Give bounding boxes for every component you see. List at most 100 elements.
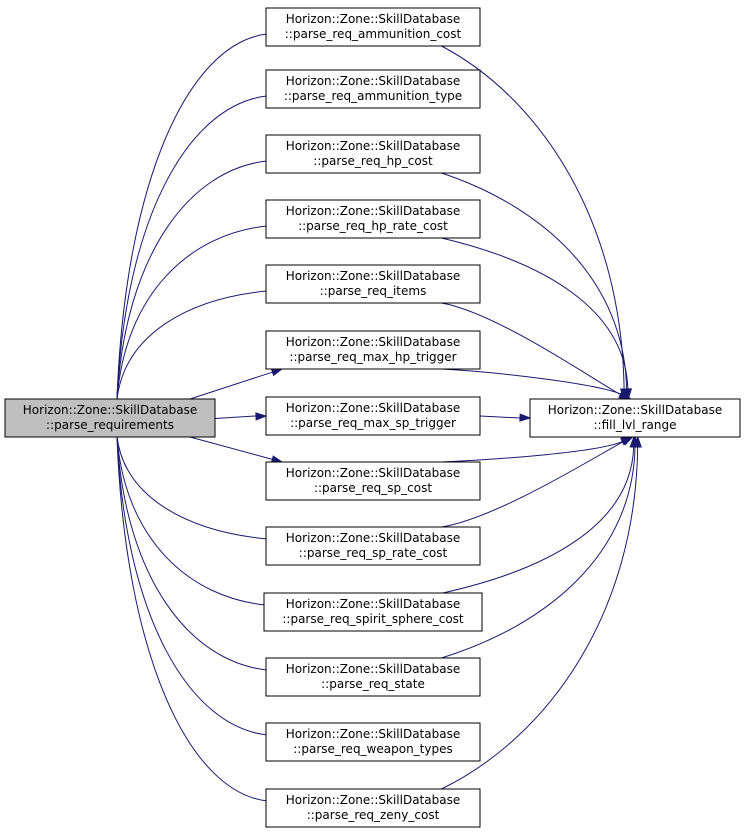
callee-node-sp-cost-function-label: ::parse_req_sp_cost bbox=[314, 481, 432, 495]
edge-root-to-zeny-cost-line bbox=[116, 436, 270, 802]
callee-node-spirit-sphere-cost-namespace-label: Horizon::Zone::SkillDatabase bbox=[286, 597, 460, 611]
callee-node-state-box bbox=[265, 657, 481, 697]
callee-node-sp-rate-cost[interactable]: Horizon::Zone::SkillDatabase::parse_req_… bbox=[265, 526, 481, 566]
root-node-parse-requirements-box bbox=[4, 398, 216, 438]
callee-node-max-hp-trigger-namespace-label: Horizon::Zone::SkillDatabase bbox=[286, 335, 460, 349]
callee-node-ammunition-type-box bbox=[265, 69, 481, 109]
edge-root-to-ammunition-cost-line bbox=[116, 33, 270, 400]
callee-node-state[interactable]: Horizon::Zone::SkillDatabase::parse_req_… bbox=[265, 657, 481, 697]
edge-root-to-max-hp-trigger bbox=[189, 368, 284, 400]
callee-node-hp-cost-function-label: ::parse_req_hp_cost bbox=[313, 154, 433, 168]
callee-node-ammunition-cost[interactable]: Horizon::Zone::SkillDatabase::parse_req_… bbox=[265, 7, 481, 47]
edge-root-to-spirit-sphere-cost bbox=[116, 436, 278, 610]
edge-items-to-target-line bbox=[441, 302, 622, 396]
edge-root-to-max-hp-trigger-line bbox=[189, 371, 274, 400]
callee-node-ammunition-type[interactable]: Horizon::Zone::SkillDatabase::parse_req_… bbox=[265, 69, 481, 109]
edge-root-to-zeny-cost bbox=[116, 436, 280, 806]
edge-root-to-state-line bbox=[116, 436, 270, 671]
callee-node-items-function-label: ::parse_req_items bbox=[320, 284, 427, 298]
callee-node-hp-rate-cost-namespace-label: Horizon::Zone::SkillDatabase bbox=[286, 204, 460, 218]
callee-node-zeny-cost-namespace-label: Horizon::Zone::SkillDatabase bbox=[286, 793, 460, 807]
callee-node-max-hp-trigger-function-label: ::parse_req_max_hp_trigger bbox=[289, 350, 456, 364]
callee-node-weapon-types[interactable]: Horizon::Zone::SkillDatabase::parse_req_… bbox=[265, 722, 481, 762]
callee-node-state-function-label: ::parse_req_state bbox=[321, 677, 425, 691]
edge-spirit-sphere-cost-to-target-line bbox=[442, 445, 635, 594]
edge-root-to-hp-rate-cost bbox=[116, 221, 280, 400]
callee-node-sp-rate-cost-box bbox=[265, 526, 481, 566]
callee-node-zeny-cost[interactable]: Horizon::Zone::SkillDatabase::parse_req_… bbox=[265, 788, 481, 828]
callee-node-max-sp-trigger-box bbox=[265, 396, 481, 436]
edge-root-to-hp-cost-line bbox=[116, 160, 270, 400]
edge-hp-rate-cost-to-target bbox=[441, 237, 633, 401]
edge-root-to-hp-rate-cost-line bbox=[116, 225, 270, 400]
callee-node-max-sp-trigger-namespace-label: Horizon::Zone::SkillDatabase bbox=[286, 401, 460, 415]
callee-node-max-sp-trigger[interactable]: Horizon::Zone::SkillDatabase::parse_req_… bbox=[265, 396, 481, 436]
edge-root-to-hp-cost bbox=[116, 156, 280, 400]
edge-state-to-target-line bbox=[441, 445, 636, 659]
edge-max-sp-trigger-to-target-arrowhead bbox=[519, 413, 532, 422]
edge-max-hp-trigger-to-target-line bbox=[441, 368, 623, 396]
callee-node-ammunition-cost-namespace-label: Horizon::Zone::SkillDatabase bbox=[286, 12, 460, 26]
callee-node-weapon-types-namespace-label: Horizon::Zone::SkillDatabase bbox=[286, 727, 460, 741]
edge-max-hp-trigger-to-target bbox=[441, 368, 633, 400]
callee-node-items-namespace-label: Horizon::Zone::SkillDatabase bbox=[286, 269, 460, 283]
target-node-fill-lvl-range-namespace-label: Horizon::Zone::SkillDatabase bbox=[548, 403, 722, 417]
edge-root-to-max-hp-trigger-arrowhead bbox=[270, 368, 284, 377]
callee-node-spirit-sphere-cost[interactable]: Horizon::Zone::SkillDatabase::parse_req_… bbox=[263, 592, 483, 632]
callee-node-max-sp-trigger-function-label: ::parse_req_max_sp_trigger bbox=[290, 416, 456, 430]
edge-root-to-sp-cost bbox=[189, 436, 284, 464]
edge-sp-cost-to-target-line bbox=[441, 440, 624, 463]
callee-node-items[interactable]: Horizon::Zone::SkillDatabase::parse_req_… bbox=[265, 264, 481, 304]
callee-node-hp-rate-cost[interactable]: Horizon::Zone::SkillDatabase::parse_req_… bbox=[265, 199, 481, 239]
callee-node-ammunition-cost-function-label: ::parse_req_ammunition_cost bbox=[285, 27, 462, 41]
edge-root-to-ammunition-type-line bbox=[116, 95, 270, 400]
edge-max-sp-trigger-to-target-line bbox=[479, 415, 521, 419]
edge-root-to-max-sp-trigger-line bbox=[214, 415, 257, 419]
edge-root-to-ammunition-type bbox=[116, 91, 280, 400]
callee-node-zeny-cost-function-label: ::parse_req_zeny_cost bbox=[307, 808, 440, 822]
root-node-parse-requirements-namespace-label: Horizon::Zone::SkillDatabase bbox=[23, 403, 197, 417]
edge-root-to-state bbox=[116, 436, 280, 675]
callee-node-sp-cost[interactable]: Horizon::Zone::SkillDatabase::parse_req_… bbox=[265, 461, 481, 501]
edge-root-to-items-line bbox=[116, 290, 270, 400]
edge-ammunition-cost-to-target-line bbox=[441, 45, 625, 391]
edge-zeny-cost-to-target-line bbox=[441, 445, 639, 790]
target-node-fill-lvl-range[interactable]: Horizon::Zone::SkillDatabase::fill_lvl_r… bbox=[529, 398, 741, 438]
edge-sp-rate-cost-to-target-line bbox=[441, 440, 625, 528]
callee-node-hp-cost[interactable]: Horizon::Zone::SkillDatabase::parse_req_… bbox=[265, 134, 481, 174]
callee-node-sp-rate-cost-function-label: ::parse_req_sp_rate_cost bbox=[299, 546, 448, 560]
callee-node-zeny-cost-box bbox=[265, 788, 481, 828]
edge-sp-cost-to-target bbox=[441, 436, 633, 463]
edge-max-hp-trigger-to-target-arrowhead bbox=[619, 390, 633, 400]
callee-node-hp-rate-cost-function-label: ::parse_req_hp_rate_cost bbox=[298, 219, 448, 233]
callee-node-weapon-types-box bbox=[265, 722, 481, 762]
edge-root-to-max-sp-trigger bbox=[214, 412, 268, 421]
edge-root-to-sp-rate-cost bbox=[116, 436, 280, 544]
callee-node-items-box bbox=[265, 264, 481, 304]
callee-node-hp-cost-box bbox=[265, 134, 481, 174]
call-nodes: Horizon::Zone::SkillDatabase::parse_requ… bbox=[4, 7, 741, 828]
callee-node-sp-cost-namespace-label: Horizon::Zone::SkillDatabase bbox=[286, 466, 460, 480]
edge-root-to-sp-rate-cost-line bbox=[116, 436, 270, 540]
edge-root-to-weapon-types bbox=[116, 436, 280, 740]
edge-sp-rate-cost-to-target bbox=[441, 436, 634, 528]
callee-node-hp-rate-cost-box bbox=[265, 199, 481, 239]
root-node-parse-requirements[interactable]: Horizon::Zone::SkillDatabase::parse_requ… bbox=[4, 398, 216, 438]
edge-zeny-cost-to-target-arrowhead bbox=[633, 435, 642, 448]
edge-hp-cost-to-target-line bbox=[441, 172, 628, 391]
edge-root-to-sp-cost-line bbox=[189, 436, 274, 461]
edge-sp-rate-cost-to-target-arrowhead bbox=[621, 436, 634, 446]
callee-node-sp-cost-box bbox=[265, 461, 481, 501]
edge-hp-rate-cost-to-target-line bbox=[441, 237, 629, 391]
callee-node-hp-cost-namespace-label: Horizon::Zone::SkillDatabase bbox=[286, 139, 460, 153]
callee-node-weapon-types-function-label: ::parse_req_weapon_types bbox=[293, 742, 452, 756]
edge-zeny-cost-to-target bbox=[441, 435, 642, 790]
callee-node-spirit-sphere-cost-box bbox=[263, 592, 483, 632]
edge-root-to-weapon-types-line bbox=[116, 436, 270, 736]
callee-node-max-hp-trigger-box bbox=[265, 330, 481, 370]
target-node-fill-lvl-range-function-label: ::fill_lvl_range bbox=[594, 418, 677, 432]
callee-node-max-hp-trigger[interactable]: Horizon::Zone::SkillDatabase::parse_req_… bbox=[265, 330, 481, 370]
callee-node-sp-rate-cost-namespace-label: Horizon::Zone::SkillDatabase bbox=[286, 531, 460, 545]
callee-node-ammunition-type-namespace-label: Horizon::Zone::SkillDatabase bbox=[286, 74, 460, 88]
